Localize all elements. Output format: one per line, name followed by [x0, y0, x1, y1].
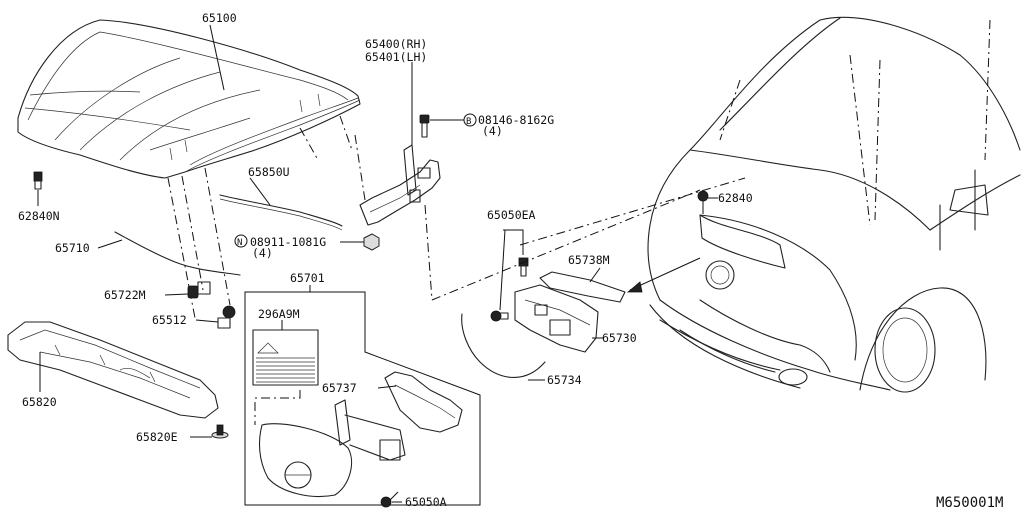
label-65050a: 65050A — [405, 495, 447, 509]
label-65400-rh: 65400(RH) — [365, 37, 427, 51]
hood-release-cable — [114, 231, 241, 276]
emblem-plate — [258, 423, 353, 498]
kit-bracket — [244, 291, 481, 506]
nut-icon — [363, 233, 380, 251]
bolt-65050ea-left-icon — [490, 310, 509, 322]
label-65710: 65710 — [55, 241, 90, 255]
label-65401-lh: 65401(LH) — [365, 50, 427, 64]
label-08146-8162g: 08146-8162G — [478, 113, 554, 127]
label-65820e: 65820E — [136, 430, 178, 444]
label-65050ea: 65050EA — [487, 208, 536, 222]
hood-lock-stay — [334, 371, 463, 461]
label-08911-qty: (4) — [252, 246, 273, 260]
label-296a9m: 296A9M — [258, 307, 300, 321]
label-65820: 65820 — [22, 395, 57, 409]
label-65701: 65701 — [290, 271, 325, 285]
hood-hinge — [359, 144, 441, 226]
label-65100: 65100 — [202, 11, 237, 25]
label-65722m: 65722M — [104, 288, 146, 302]
label-65737: 65737 — [322, 381, 357, 395]
label-08911-1081g: 08911-1081G — [250, 235, 326, 249]
label-62840: 62840 — [718, 191, 753, 205]
label-62840n: 62840N — [18, 209, 60, 223]
hood-lock — [514, 284, 599, 353]
bolt-icon — [419, 114, 430, 138]
clip-icon — [33, 171, 43, 190]
insulator-clip-icon — [211, 424, 229, 439]
label-65512: 65512 — [152, 313, 187, 327]
vehicle-front-view — [647, 16, 1021, 393]
rubber-bumper-icon — [217, 305, 236, 329]
bolt-marker: B — [466, 117, 471, 127]
warning-label-card — [252, 329, 319, 386]
nut-marker: N — [237, 238, 242, 248]
cable-clip-icon — [187, 281, 211, 299]
hood-seal — [219, 194, 343, 227]
label-65738m: 65738M — [568, 253, 610, 267]
lock-release-cable — [461, 313, 546, 378]
lock-cover — [539, 271, 626, 303]
bolt-65050a-icon — [380, 491, 399, 508]
clip-62840-icon — [697, 190, 709, 214]
label-08146-qty: (4) — [482, 124, 503, 138]
label-65730: 65730 — [602, 331, 637, 345]
hood-panel — [17, 19, 361, 179]
label-65734: 65734 — [547, 373, 582, 387]
diagram-reference-code: M650001M — [936, 495, 1003, 511]
label-65850u: 65850U — [248, 165, 290, 179]
